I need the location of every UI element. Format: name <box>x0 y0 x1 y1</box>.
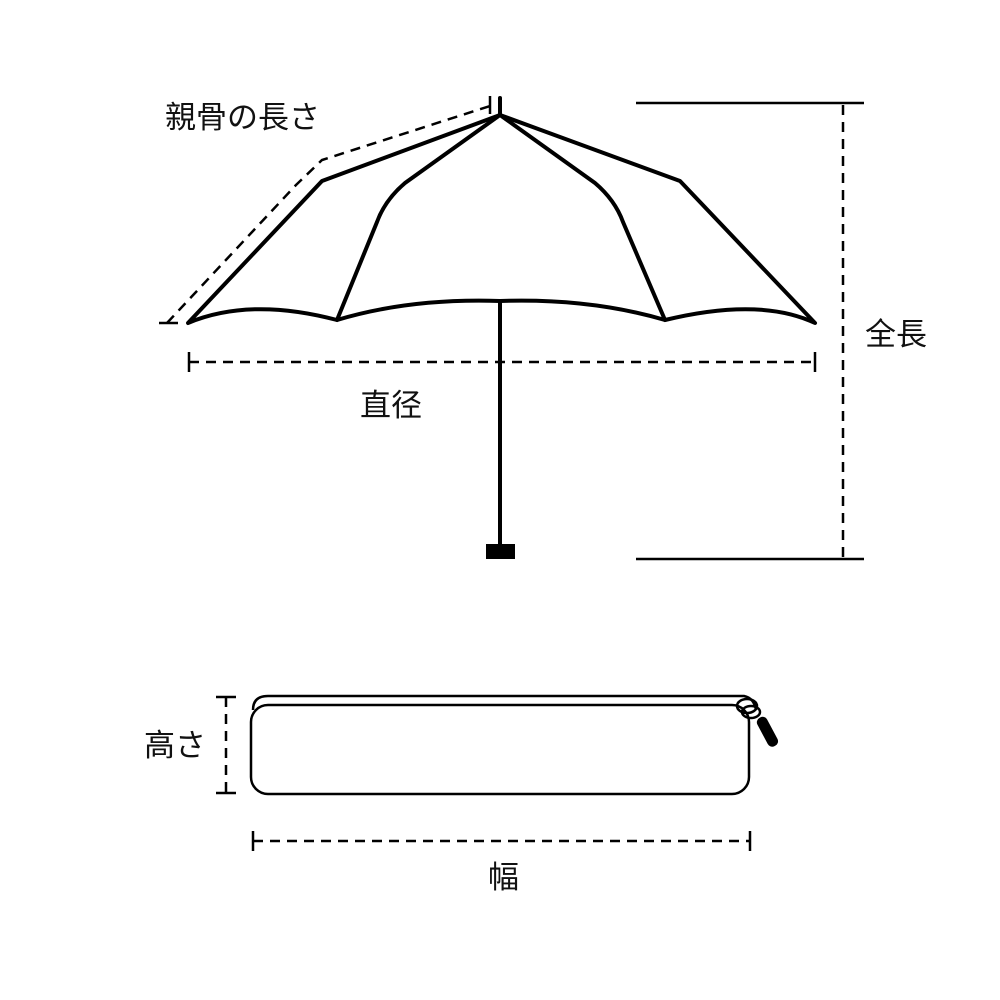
width-label: 幅 <box>488 860 519 896</box>
total-length-label: 全長 <box>865 317 927 353</box>
total-length-dimension: 全長 <box>636 101 927 561</box>
umbrella-handle <box>486 544 515 559</box>
height-label: 高さ <box>144 728 206 764</box>
umbrella-canopy <box>186 113 817 325</box>
strap-loop-inner <box>740 704 762 720</box>
rib-length-label: 親骨の長さ <box>165 100 320 136</box>
folded-umbrella-top-edge <box>251 694 758 711</box>
height-dimension: 高さ <box>144 695 236 795</box>
umbrella-inner-rib-left <box>335 113 502 322</box>
rib-length-dashed-line <box>166 104 491 324</box>
open-umbrella <box>186 96 817 559</box>
diameter-dimension: 直径 <box>187 352 817 424</box>
rib-length-dimension: 親骨の長さ <box>159 96 492 325</box>
zipper-pull <box>756 716 779 747</box>
folded-umbrella-body <box>249 703 751 796</box>
strap-loop <box>735 697 759 715</box>
width-dimension: 幅 <box>251 831 752 896</box>
folded-umbrella <box>249 694 779 796</box>
umbrella-inner-rib-right <box>498 113 667 322</box>
diameter-label: 直径 <box>360 388 422 424</box>
